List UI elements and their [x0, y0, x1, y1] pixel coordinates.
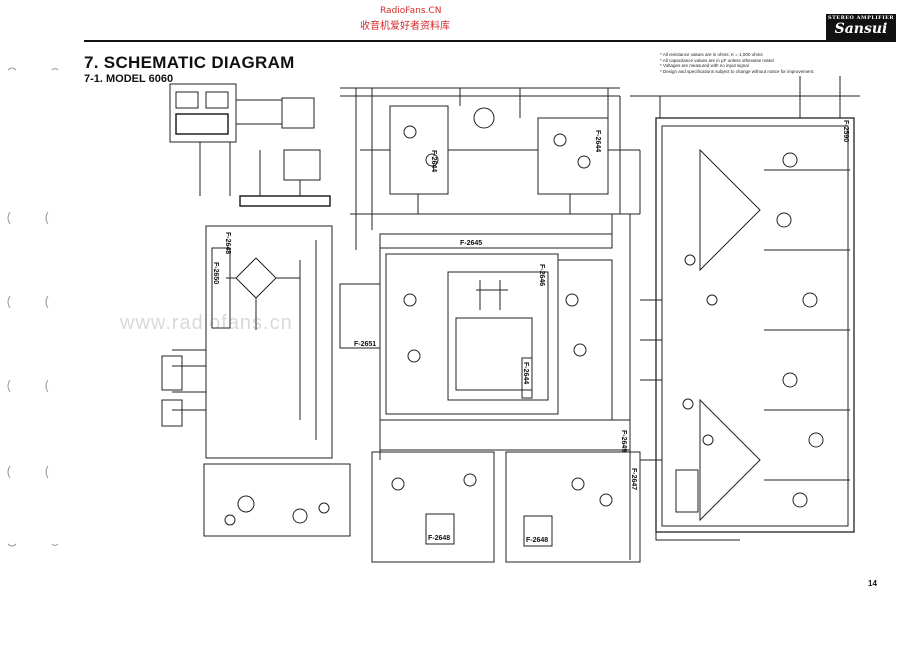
brand-name: Sansui: [834, 21, 888, 37]
board-f2590: [655, 117, 855, 533]
board-f2644-top: [389, 105, 449, 195]
board-f2646: [385, 253, 559, 415]
brand-tagline: STEREO AMPLIFIER: [827, 15, 895, 21]
board-label-f2648-lower-right: F-2648: [526, 537, 548, 544]
page-subtitle: 7-1. MODEL 6060: [84, 73, 174, 85]
board-f2647-right: [505, 451, 641, 563]
board-output-left: [203, 463, 351, 537]
note-line: * Design and specifications subject to c…: [660, 68, 815, 74]
board-f2645: [379, 233, 613, 249]
note-line: * Voltages are measured with no input si…: [660, 63, 749, 68]
board-label-f2645: F-2645: [460, 240, 482, 247]
schematic-notes: * All resistance values are in ohms; K =…: [660, 52, 900, 74]
board-f2644-right: [537, 117, 609, 195]
board-f2649: [379, 419, 631, 451]
page-title: 7. SCHEMATIC DIAGRAM: [84, 53, 295, 72]
board-f2651: [339, 283, 381, 349]
board-label-f2646: F-2646: [538, 264, 545, 286]
input-block: [169, 83, 237, 143]
board-label-f2644-centre: F-2644: [522, 362, 529, 384]
board-label-f2647: F-2647: [630, 468, 637, 490]
board-label-f2644-top: F-2644: [430, 150, 437, 172]
watermark-url: RadioFans.CN: [380, 6, 442, 16]
board-label-f2644-right: F-2644: [594, 130, 601, 152]
board-f2647-left: [371, 451, 495, 563]
board-label-f2648-lower-left: F-2648: [428, 535, 450, 542]
note-line: * All capacitance values are in μF unles…: [660, 57, 774, 63]
watermark-ghost: www.radiofans.cn: [120, 312, 293, 334]
board-f2648-left: [205, 225, 333, 459]
board-label-f2651: F-2651: [354, 341, 376, 348]
brand-logo: STEREO AMPLIFIER Sansui: [826, 14, 896, 40]
page-number: 14: [868, 579, 877, 588]
note-line: * All resistance values are in ohms; K =…: [660, 52, 763, 57]
board-label-f2648: F-2648: [224, 232, 231, 254]
header-rule: [84, 40, 896, 42]
board-label-f2650: F-2650: [212, 262, 219, 284]
watermark-caption: 收音机爱好者资料库: [360, 21, 450, 32]
board-label-f2590: F-2590: [842, 120, 849, 142]
board-label-f2649: F-2649: [620, 430, 627, 452]
